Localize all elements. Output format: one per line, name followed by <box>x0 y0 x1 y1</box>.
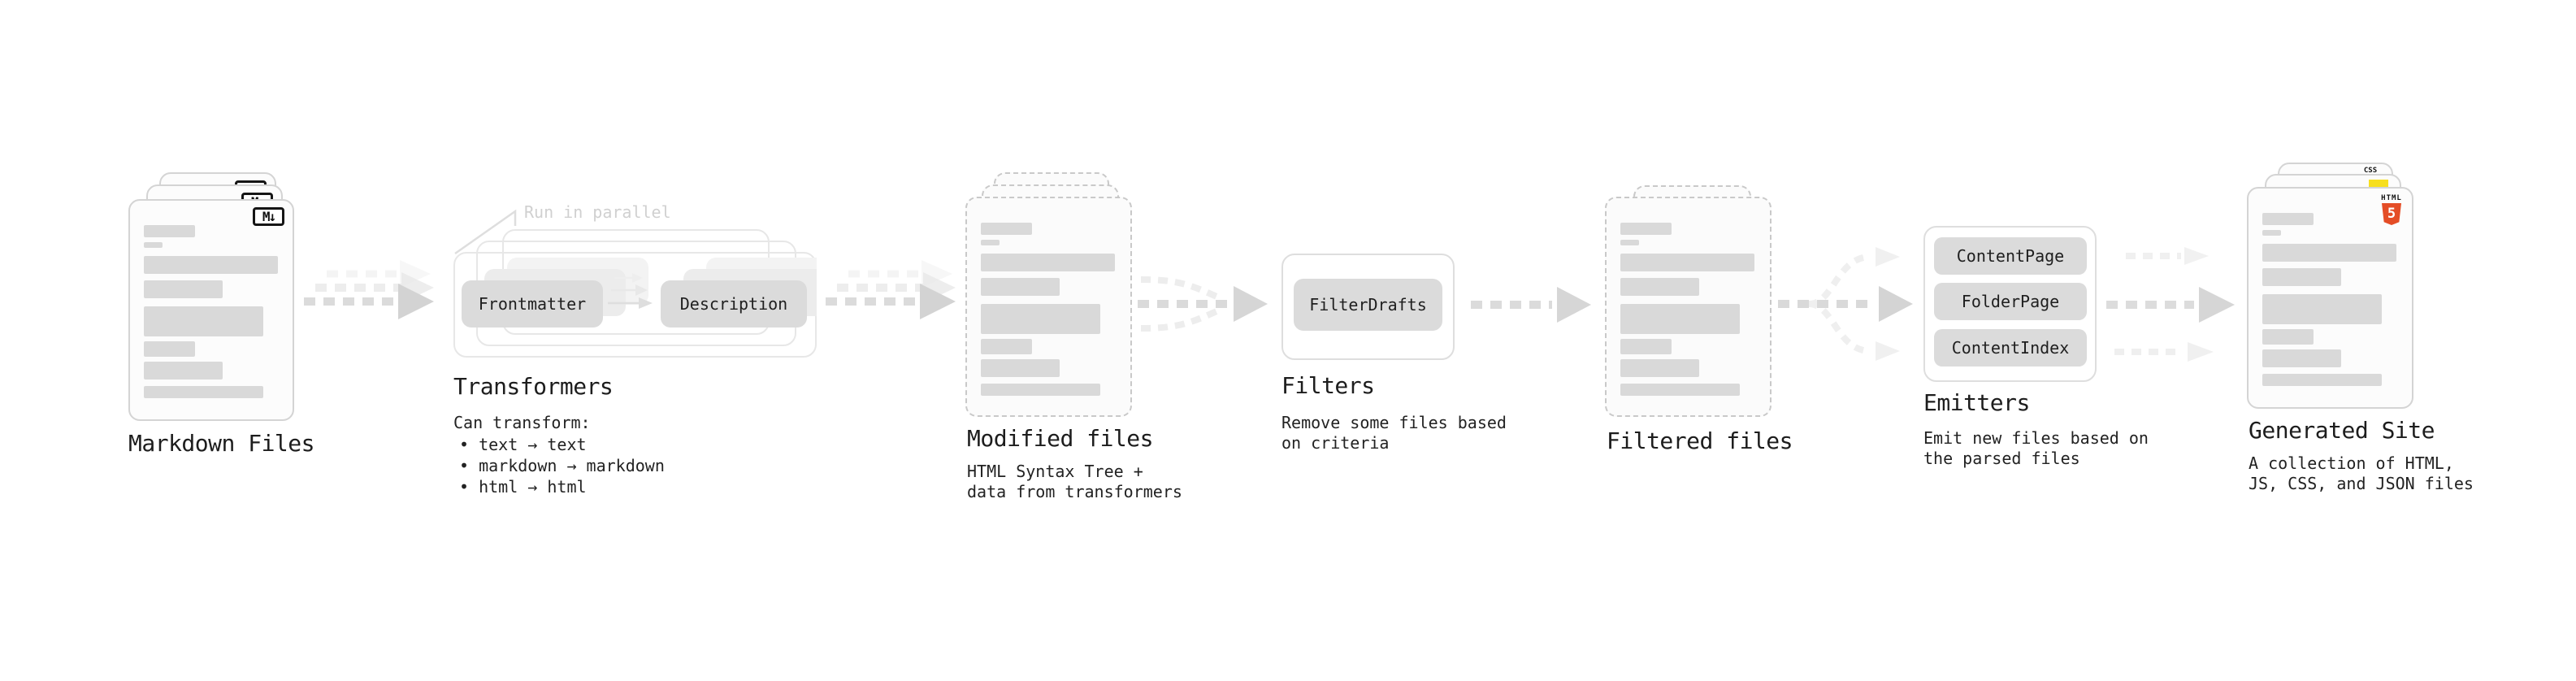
doc-line <box>2262 374 2382 386</box>
filters-description: Remove some files based on criteria <box>1281 413 1507 453</box>
doc-line <box>144 256 278 274</box>
doc-line <box>1620 304 1740 334</box>
doc-line <box>981 223 1032 235</box>
file-card-dashed <box>965 197 1132 417</box>
transformer-node-description: Description <box>661 280 807 327</box>
transformer-node-frontmatter: Frontmatter <box>462 280 603 327</box>
arrow-modified-to-filters <box>1138 276 1268 332</box>
file-card-dashed <box>1605 197 1772 417</box>
parallel-flow-arrows-icon <box>608 273 653 309</box>
document-placeholder-lines <box>981 223 1115 396</box>
annotation-leader-line <box>454 209 517 255</box>
doc-line <box>981 359 1060 377</box>
doc-line <box>1620 254 1754 271</box>
markdown-icon: M↓ <box>253 207 284 226</box>
doc-line <box>144 280 223 298</box>
doc-line <box>1620 359 1699 377</box>
doc-line <box>2262 213 2314 225</box>
arrow-filters-to-filtered <box>1471 287 1591 323</box>
doc-line <box>2262 294 2382 324</box>
arrow-filtered-to-emitters <box>1778 247 1913 361</box>
document-placeholder-lines <box>144 225 278 398</box>
doc-line <box>2262 268 2341 286</box>
emitters-description: Emit new files based on the parsed files <box>1923 428 2149 468</box>
doc-line <box>981 384 1100 396</box>
doc-line <box>2262 244 2396 262</box>
doc-line <box>981 240 1000 245</box>
transformers-description-heading: Can transform: <box>453 413 591 432</box>
doc-line <box>981 278 1060 296</box>
doc-line <box>1620 384 1740 396</box>
doc-line <box>2262 329 2314 345</box>
doc-line <box>144 306 263 336</box>
document-placeholder-lines <box>1620 223 1754 396</box>
markdown-file-stack: M↓ M↓ M↓ <box>128 172 296 421</box>
bullet-item: • markdown → markdown <box>459 456 665 475</box>
doc-line <box>144 386 263 398</box>
doc-line <box>1620 339 1672 354</box>
doc-line <box>981 304 1100 334</box>
bullet-item: • html → html <box>459 477 587 497</box>
doc-line <box>144 341 195 357</box>
stage-label-filters: Filters <box>1281 372 1375 399</box>
stage-label-generated-site: Generated Site <box>2249 417 2435 444</box>
doc-line <box>144 242 163 248</box>
emitter-node-contentpage: ContentPage <box>1934 237 2087 275</box>
doc-line <box>1620 278 1699 296</box>
generated-site-stack: CSS HTML 5 <box>2247 161 2414 410</box>
stage-label-markdown-files: Markdown Files <box>128 430 315 457</box>
transformers-bullet-list: • text → text • markdown → markdown • ht… <box>459 434 665 497</box>
doc-line <box>144 362 223 380</box>
file-card-html: HTML 5 <box>2247 187 2413 409</box>
stage-label-modified-files: Modified files <box>967 425 1154 452</box>
filter-node-filterdrafts: FilterDrafts <box>1294 279 1442 331</box>
arrow-emitters-to-generated <box>2106 247 2235 362</box>
generated-site-description: A collection of HTML, JS, CSS, and JSON … <box>2249 453 2474 493</box>
stage-label-emitters: Emitters <box>1923 389 2030 416</box>
html5-icon-numeral: 5 <box>2387 206 2396 222</box>
html5-icon: HTML 5 <box>2381 194 2402 225</box>
doc-line <box>144 225 195 237</box>
emitter-node-folderpage: FolderPage <box>1934 283 2087 320</box>
emitter-node-contentindex: ContentIndex <box>1934 329 2087 367</box>
doc-line <box>981 254 1115 271</box>
doc-line <box>2262 349 2341 367</box>
doc-line <box>1620 240 1639 245</box>
doc-line <box>1620 223 1672 235</box>
doc-line <box>2262 230 2281 236</box>
arrow-transformers-to-modified <box>826 260 956 319</box>
doc-line <box>981 339 1032 354</box>
document-placeholder-lines <box>2262 213 2396 386</box>
html5-icon-wordmark: HTML <box>2381 194 2402 202</box>
file-card: M↓ <box>128 199 294 421</box>
modified-files-description: HTML Syntax Tree + data from transformer… <box>967 462 1182 501</box>
css-icon-label: CSS <box>2363 167 2378 175</box>
filtered-file-stack <box>1605 185 1772 418</box>
html5-icon-shield: 5 <box>2382 203 2401 225</box>
annotation-run-in-parallel: Run in parallel <box>524 202 671 222</box>
modified-file-stack <box>965 172 1133 418</box>
bullet-item: • text → text <box>459 435 587 454</box>
arrow-markdown-to-transformers <box>304 260 434 319</box>
stage-label-filtered-files: Filtered files <box>1607 427 1793 454</box>
stage-label-transformers: Transformers <box>453 373 614 400</box>
